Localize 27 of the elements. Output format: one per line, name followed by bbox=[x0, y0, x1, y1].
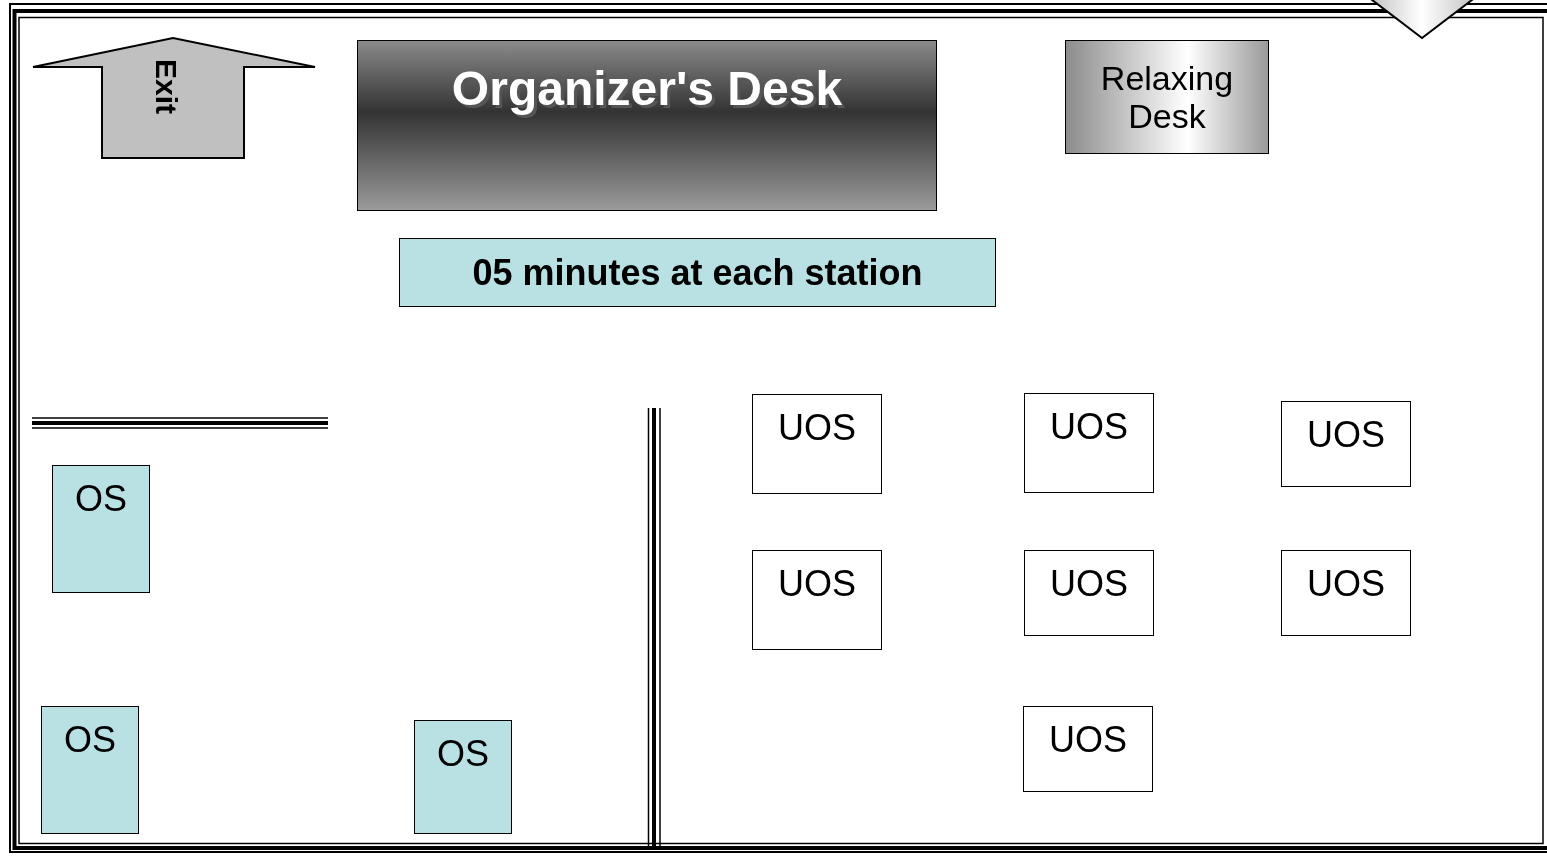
note-text: 05 minutes at each station bbox=[472, 251, 923, 294]
station-box bbox=[41, 706, 139, 834]
station-label: UOS bbox=[777, 407, 857, 449]
station-box bbox=[1281, 550, 1411, 636]
station-label: UOS bbox=[1049, 406, 1129, 448]
station-label: UOS bbox=[1048, 719, 1128, 761]
station-label: OS bbox=[74, 478, 128, 520]
station-box bbox=[752, 550, 882, 650]
desk-title: Organizer's Desk bbox=[450, 61, 844, 116]
desk bbox=[357, 40, 937, 211]
station-box bbox=[752, 394, 882, 494]
station-box bbox=[1281, 401, 1411, 487]
station-label: OS bbox=[63, 719, 117, 761]
note-box bbox=[399, 238, 996, 307]
station-label: UOS bbox=[777, 563, 857, 605]
station-label: UOS bbox=[1306, 414, 1386, 456]
station-label: UOS bbox=[1306, 563, 1386, 605]
desk bbox=[1065, 40, 1269, 154]
station-box bbox=[414, 720, 512, 834]
station-label: OS bbox=[436, 733, 490, 775]
station-box bbox=[52, 465, 150, 593]
station-label: UOS bbox=[1049, 563, 1129, 605]
station-box bbox=[1023, 706, 1153, 792]
station-box bbox=[1024, 393, 1154, 493]
desk-label: Relaxing Desk bbox=[1099, 59, 1235, 135]
exit-label: Exit bbox=[149, 59, 184, 115]
station-box bbox=[1024, 550, 1154, 636]
